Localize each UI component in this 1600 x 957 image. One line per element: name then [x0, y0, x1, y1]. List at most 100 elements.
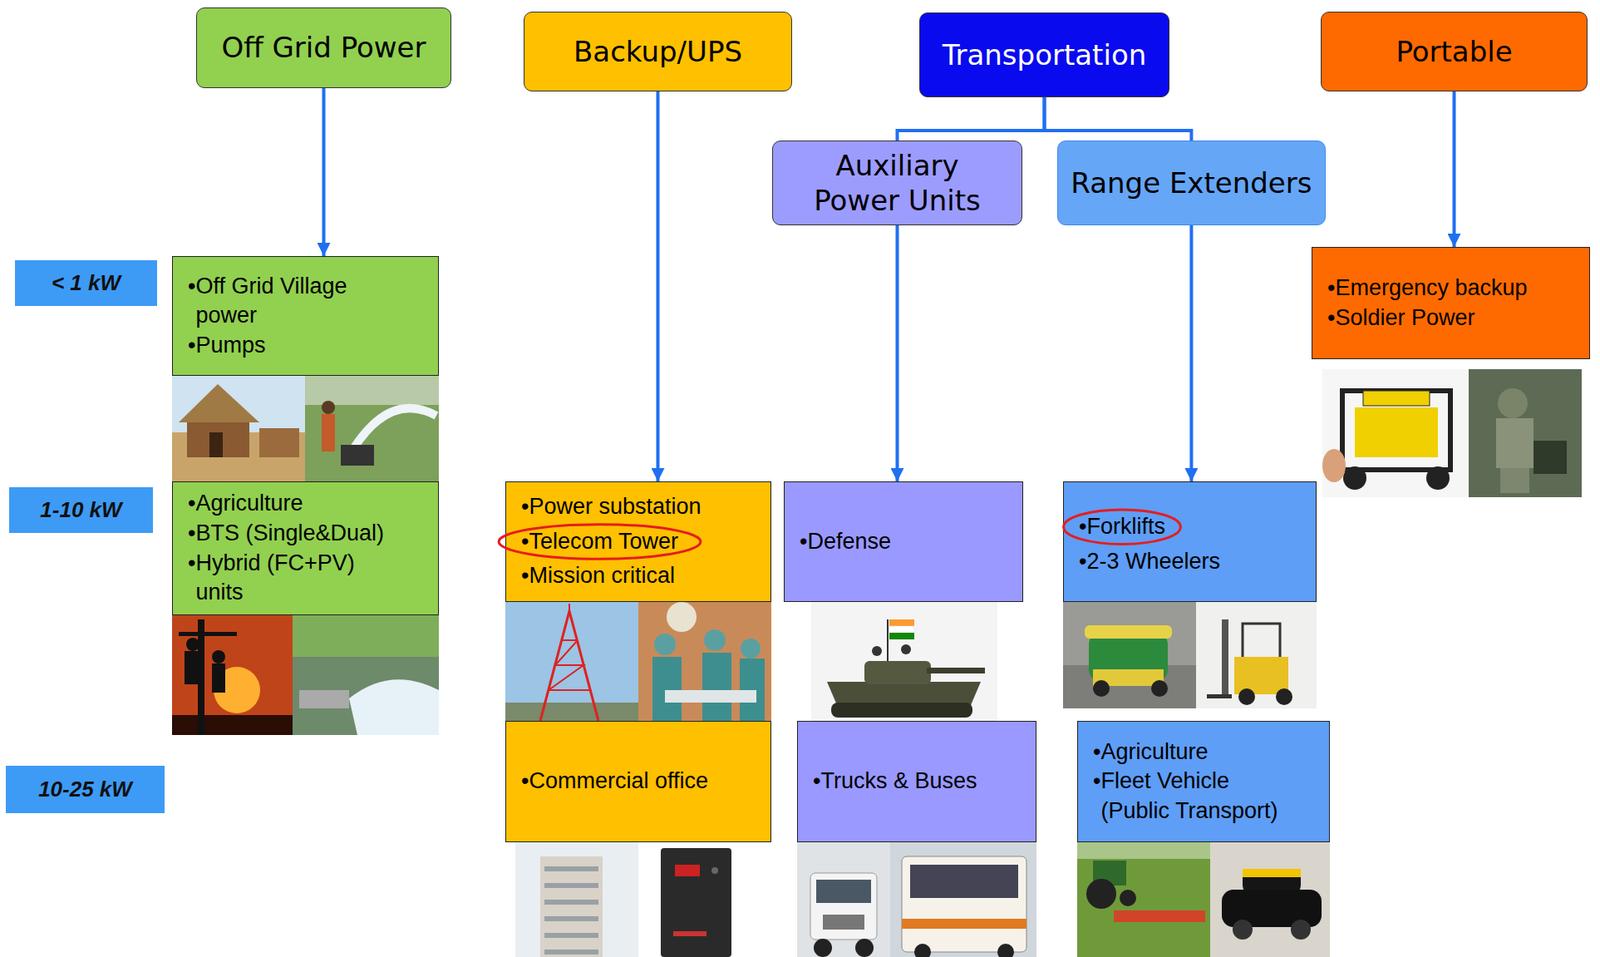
node-text: •Pumps [187, 330, 266, 361]
application-box: •Power substation•Telecom Tower•Mission … [505, 481, 772, 602]
taxi-photo [1210, 841, 1330, 957]
worker-body [211, 663, 226, 693]
hut-door [209, 432, 223, 458]
category-header: Backup/UPS [523, 11, 793, 92]
application-box: •Commercial office [505, 720, 772, 842]
node-text: Off Grid Power [221, 29, 427, 66]
ups-case [660, 847, 732, 957]
generator-engine [1354, 407, 1438, 458]
rickshaw-body [1088, 631, 1168, 682]
flow-arrow [1044, 97, 1192, 141]
wheel [1275, 688, 1293, 705]
flow-arrow [1452, 91, 1457, 247]
photo-bg [1210, 841, 1330, 957]
photo-sky [1077, 841, 1211, 859]
photo-bg [649, 841, 743, 957]
bus-windows [910, 864, 1019, 898]
soldier-legs [1500, 467, 1530, 493]
truck-cab [810, 872, 877, 940]
irrigation-photo [292, 615, 439, 735]
soldier-head [900, 644, 911, 655]
photo-sky [515, 841, 639, 957]
photo-ground [292, 615, 439, 735]
forklift-mast [1221, 619, 1229, 699]
forklift-fork [1206, 694, 1232, 699]
bus-stripe [901, 918, 1027, 929]
node-text: •Off Grid Village power [187, 271, 388, 331]
tank-gun [926, 667, 985, 674]
category-header: Transportation [919, 12, 1170, 98]
power-range-label: < 1 kW [14, 260, 158, 306]
photo-bg [1063, 601, 1197, 709]
surgeon-head [740, 638, 761, 659]
tower-lattice [548, 603, 591, 690]
category-header: Off Grid Power [196, 7, 452, 89]
crossarm [178, 631, 237, 636]
photo-ground [172, 714, 293, 735]
photo-bg [1468, 369, 1582, 498]
hut-roof [178, 384, 260, 423]
window-row [544, 932, 599, 938]
wheel [1238, 688, 1256, 705]
window-row [544, 915, 599, 921]
ups-display [674, 864, 700, 877]
photo-bg [797, 841, 891, 957]
soldier-head [871, 645, 882, 656]
node-text: 10-25 kW [38, 776, 133, 803]
photo-bg [638, 601, 772, 721]
lamp [666, 601, 697, 632]
taxi-body [1221, 889, 1322, 927]
sun [213, 666, 261, 714]
application-box: •Agriculture•BTS (Single&Dual)•Hybrid (F… [172, 481, 439, 616]
photo-bg [1322, 369, 1469, 498]
generator-photo [1322, 369, 1469, 498]
flow-arrow [322, 88, 326, 256]
window-row [544, 866, 599, 872]
flow-arrow [896, 225, 900, 482]
photo-sky [305, 375, 439, 405]
photo-ground [172, 432, 306, 482]
photo-bg [1196, 601, 1317, 709]
photo-field [1077, 841, 1211, 957]
tractor-photo [1077, 841, 1211, 957]
road [1063, 664, 1197, 709]
window-row [544, 949, 599, 955]
power-pack [1533, 440, 1567, 474]
tractor-body [1092, 860, 1127, 886]
node-text: 1-10 kW [39, 497, 122, 523]
water-flow [349, 679, 439, 735]
node-text: •Mission critical [521, 561, 675, 591]
node-text: Backup/UPS [573, 34, 743, 70]
generator-tank [1363, 390, 1430, 406]
highlight-ellipse [1063, 509, 1182, 545]
building [540, 856, 603, 957]
wheel [1290, 919, 1311, 940]
node-text: Portable [1395, 34, 1512, 70]
photo-sky [505, 601, 639, 721]
forklift-body [1234, 656, 1289, 695]
ups-button [711, 866, 719, 874]
highlight-ellipse [498, 524, 701, 560]
photo-field [305, 375, 439, 482]
flag-band [889, 625, 915, 633]
flow-arrow [656, 91, 660, 482]
surgeon-body [702, 652, 732, 721]
wheel [813, 938, 832, 957]
pump-body [340, 444, 375, 466]
application-box: •Off Grid Village power•Pumps [172, 256, 439, 376]
generator-frame [1342, 390, 1451, 470]
node-text: •Telecom Tower [521, 526, 679, 557]
node-text: •Emergency backup [1327, 273, 1528, 304]
wheel [1119, 889, 1137, 906]
building-photo [515, 841, 639, 957]
application-box: •Defense [783, 481, 1024, 602]
worker-head [186, 637, 200, 651]
wheel [1092, 679, 1110, 697]
node-text: •Hybrid (FC+PV) units [187, 548, 388, 608]
node-text: •Agriculture [187, 488, 304, 519]
flow-arrow [897, 97, 1045, 141]
wheel [1343, 466, 1367, 490]
lineman-photo [172, 615, 293, 735]
wheel [914, 943, 931, 957]
